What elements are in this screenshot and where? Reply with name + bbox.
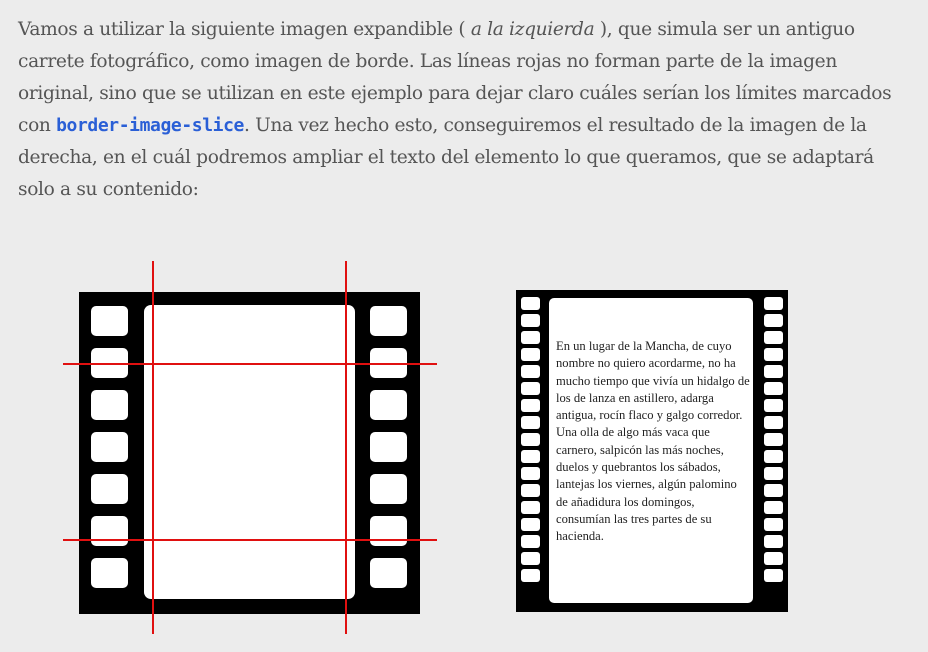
perforation-hole (764, 569, 783, 582)
code-border-image-slice: border-image-slice (56, 115, 244, 136)
perforation-hole (521, 331, 540, 344)
perforation-hole (91, 390, 128, 420)
perforation-hole (764, 416, 783, 429)
perforation-hole (521, 382, 540, 395)
perforation-hole (521, 297, 540, 310)
intro-text-3: . Una vez hecho esto, conseguiremos el r… (18, 115, 874, 200)
intro-paragraph: Vamos a utilizar la siguiente imagen exp… (18, 14, 898, 206)
slice-line-right (345, 261, 347, 634)
perforation-hole (91, 474, 128, 504)
perforation-hole (521, 433, 540, 446)
intro-italic: a la izquierda (465, 19, 600, 40)
perforation-hole (370, 306, 407, 336)
perforation-hole (91, 558, 128, 588)
left-perforations (521, 297, 540, 582)
film-strip-result-right: En un lugar de la Mancha, de cuyo nombre… (516, 290, 788, 612)
slice-line-top (63, 363, 437, 365)
perforation-hole (370, 474, 407, 504)
perforation-hole (521, 552, 540, 565)
perforation-hole (91, 432, 128, 462)
right-perforations (764, 297, 783, 582)
perforation-hole (521, 365, 540, 378)
perforation-hole (764, 399, 783, 412)
intro-text-1: Vamos a utilizar la siguiente imagen exp… (18, 19, 466, 40)
perforation-hole (764, 450, 783, 463)
perforation-hole (91, 306, 128, 336)
film-strip-image-left (79, 292, 420, 614)
perforation-hole (521, 314, 540, 327)
left-perforations (91, 306, 128, 588)
intro-text-2: ), que simula ser un antiguo carrete fot… (18, 19, 892, 136)
perforation-hole (764, 297, 783, 310)
perforation-hole (521, 348, 540, 361)
perforation-hole (764, 535, 783, 548)
perforation-hole (764, 348, 783, 361)
perforation-hole (521, 535, 540, 548)
perforation-hole (521, 518, 540, 531)
film-frame-window: En un lugar de la Mancha, de cuyo nombre… (549, 298, 753, 603)
slice-line-left (152, 261, 154, 634)
perforation-hole (370, 558, 407, 588)
perforation-hole (521, 501, 540, 514)
perforation-hole (764, 331, 783, 344)
perforation-hole (764, 484, 783, 497)
perforation-hole (370, 516, 407, 546)
slice-line-bottom (63, 539, 437, 541)
perforation-hole (91, 516, 128, 546)
perforation-hole (764, 433, 783, 446)
perforation-hole (521, 416, 540, 429)
film-frame-window (144, 305, 355, 599)
perforation-hole (521, 450, 540, 463)
perforation-hole (764, 501, 783, 514)
perforation-hole (764, 314, 783, 327)
perforation-hole (521, 399, 540, 412)
perforation-hole (521, 467, 540, 480)
perforation-hole (370, 390, 407, 420)
right-perforations (370, 306, 407, 588)
perforation-hole (764, 552, 783, 565)
perforation-hole (521, 569, 540, 582)
film-frame-text: En un lugar de la Mancha, de cuyo nombre… (556, 339, 750, 544)
perforation-hole (370, 432, 407, 462)
perforation-hole (521, 484, 540, 497)
perforation-hole (764, 382, 783, 395)
perforation-hole (764, 467, 783, 480)
perforation-hole (764, 365, 783, 378)
perforation-hole (764, 518, 783, 531)
